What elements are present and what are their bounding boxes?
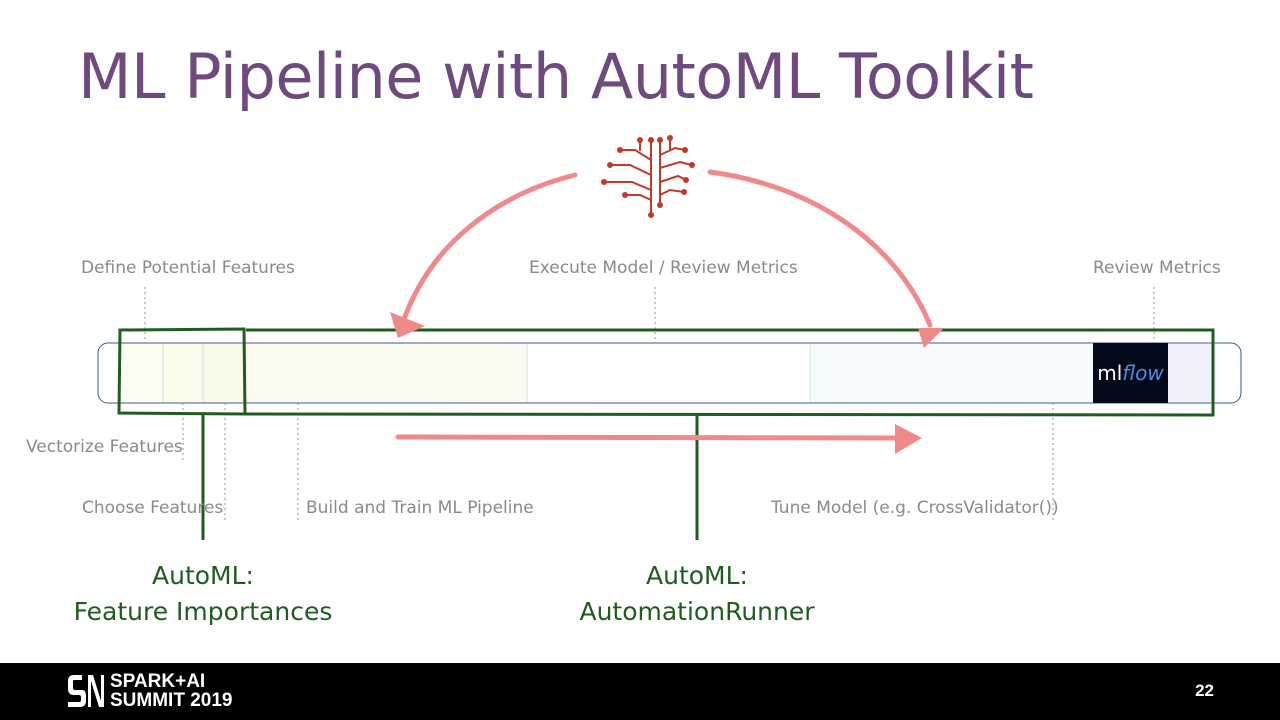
spark-ai-summit-logo: SPARK+AI SUMMIT 2019 — [64, 671, 232, 711]
page-number: 22 — [1195, 681, 1214, 700]
automl-automation-runner-line1: AutoML: — [646, 561, 748, 590]
label-review-metrics: Review Metrics — [1093, 258, 1221, 278]
automl-feature-importances-line1: AutoML: — [152, 561, 254, 590]
feature-importances-box — [117, 327, 247, 416]
label-tune-model: Tune Model (e.g. CrossValidator()) — [771, 498, 1059, 518]
slide-footer: SPARK+AI SUMMIT 2019 22 — [0, 663, 1280, 720]
spark-ai-logo-icon — [68, 675, 104, 707]
label-define-features: Define Potential Features — [81, 258, 295, 278]
logo-line1: SPARK+AI — [110, 671, 206, 692]
progress-arrow — [395, 434, 908, 441]
progress-arrow-head — [895, 424, 922, 454]
loop-arrow-right-head — [918, 328, 944, 348]
label-vectorize-features: Vectorize Features — [26, 437, 183, 457]
segment-execute — [527, 344, 810, 402]
segment-choose — [203, 344, 245, 402]
loop-arrow-right — [707, 169, 933, 328]
label-choose-features: Choose Features — [82, 498, 224, 518]
segment-vectorize — [163, 344, 203, 402]
automl-automation-runner-line2: AutomationRunner — [579, 597, 815, 626]
brain-icon — [603, 137, 693, 216]
label-execute-model: Execute Model / Review Metrics — [529, 258, 798, 278]
mlflow-flow-text: flow — [1122, 361, 1164, 385]
segment-tune — [810, 344, 1093, 402]
segment-review — [1168, 344, 1212, 402]
loop-arrow-left-head — [390, 312, 425, 338]
automl-feature-importances: AutoML: Feature Importances — [58, 558, 348, 630]
segment-define — [120, 344, 163, 402]
loop-arrow-left — [400, 172, 578, 325]
mlflow-ml-text: ml — [1097, 361, 1123, 385]
label-build-train: Build and Train ML Pipeline — [306, 498, 534, 518]
logo-line2: SUMMIT 2019 — [110, 690, 233, 711]
automl-automation-runner: AutoML: AutomationRunner — [552, 558, 842, 630]
automation-runner-box — [245, 328, 1215, 417]
slide-title: ML Pipeline with AutoML Toolkit — [78, 40, 1034, 113]
segment-build — [245, 344, 527, 402]
automl-feature-importances-line2: Feature Importances — [73, 597, 333, 626]
